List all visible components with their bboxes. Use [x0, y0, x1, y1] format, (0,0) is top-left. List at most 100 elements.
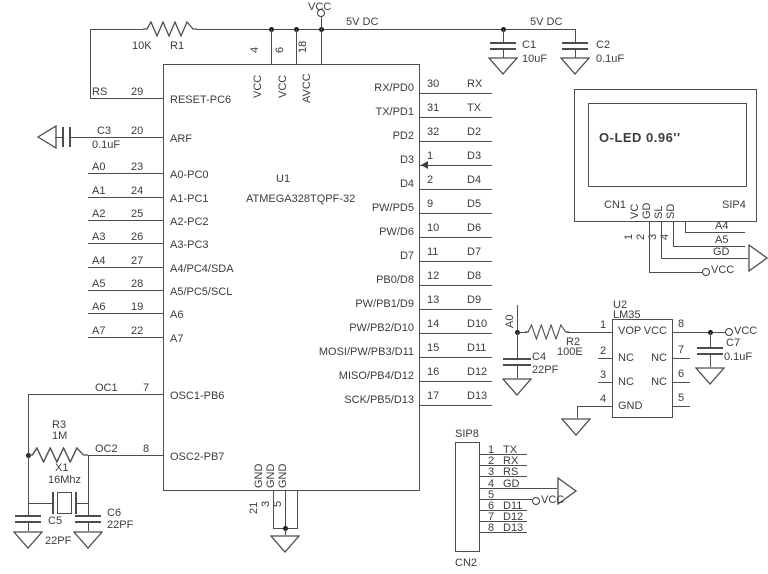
cn2-type-label: SIP8	[455, 428, 479, 440]
u1-pin-number: 13	[427, 294, 440, 306]
wire	[673, 222, 674, 246]
wire	[480, 510, 527, 511]
u1-mcu-body	[163, 64, 420, 491]
wire	[673, 246, 745, 247]
net-label: A5	[92, 278, 106, 290]
u1-pin-number: 4	[249, 46, 261, 53]
cn2-pin-number: 8	[488, 522, 495, 534]
u1-pin-label: PW/PB1/D9	[355, 298, 414, 310]
x1-value-label: 16Mhz	[48, 474, 82, 486]
wire	[517, 332, 527, 333]
wire	[480, 532, 527, 533]
net-label: D11	[503, 500, 523, 512]
net-label: VCC	[711, 264, 735, 276]
wire	[28, 455, 29, 515]
u1-pin-number: 6	[274, 46, 286, 53]
c1-value-label: 10uF	[522, 53, 548, 65]
wire	[480, 521, 527, 522]
net-label: RS	[503, 466, 519, 478]
wire	[673, 382, 690, 383]
wire	[28, 394, 163, 395]
ground-symbol	[488, 57, 518, 75]
wire	[420, 405, 492, 406]
cn2-connector-body	[455, 442, 480, 552]
u1-pin-number: 20	[131, 125, 144, 137]
u1-pin-label: A7	[170, 333, 184, 345]
wire	[517, 366, 518, 378]
u1-pin-label: MISO/PB4/D12	[338, 370, 414, 382]
cn2-pin-number: 4	[488, 478, 495, 490]
wire	[90, 29, 91, 98]
r1-value-label: 10K	[132, 40, 152, 52]
c3-ref-label: C3	[97, 125, 112, 137]
u1-pin-number: 22	[131, 325, 144, 337]
vcc-terminal-circle	[725, 328, 733, 336]
capacitor-c2-plate	[562, 42, 588, 44]
net-label: D11	[467, 342, 487, 354]
wire	[673, 406, 690, 407]
u2-pin-number: 3	[600, 369, 607, 381]
net-label: D6	[467, 222, 482, 234]
u1-pin-number: 7	[143, 382, 150, 394]
wire	[420, 237, 492, 238]
rail-label: 5V DC	[346, 16, 379, 28]
wire	[649, 222, 650, 272]
net-label: D5	[467, 198, 482, 210]
u1-pin-label: MOSI/PW/PB3/D11	[318, 346, 414, 358]
oled-screen	[588, 103, 747, 187]
capacitor-c4-plate	[503, 364, 531, 366]
net-arrow-right	[748, 244, 768, 272]
u1-pin-number: 2	[427, 174, 434, 186]
wire	[673, 332, 725, 333]
net-label: TX	[467, 102, 482, 114]
wire	[197, 29, 575, 30]
capacitor-c7-plate	[697, 353, 723, 355]
u1-pin-label: D4	[399, 178, 414, 190]
u2-pin-label: NC	[651, 352, 667, 364]
wire	[88, 337, 163, 338]
capacitor-c6-plate	[75, 515, 101, 517]
crystal-x1-body	[57, 492, 72, 514]
u1-pin-vcc-label: VCC	[277, 74, 289, 98]
u2-pin-number: 8	[678, 318, 685, 330]
wire	[480, 488, 557, 489]
u1-pin-number: 16	[427, 366, 440, 378]
u2-pin-number: 1	[600, 319, 607, 331]
vcc-terminal-circle	[532, 497, 540, 505]
u1-pin-label: OSC2-PB7	[170, 451, 225, 463]
r2-value-label: 100E	[557, 346, 583, 358]
vcc-terminal-circle	[317, 9, 325, 17]
u1-pin-number: 15	[427, 342, 440, 354]
u1-pin-number: 17	[427, 390, 440, 402]
net-label: A0	[92, 161, 106, 173]
ground-symbol	[695, 367, 725, 385]
net-label: D12	[503, 511, 524, 523]
c5-value-label: 22PF	[45, 535, 72, 547]
wire	[480, 465, 527, 466]
u1-pin-label: D3	[399, 154, 414, 166]
u2-pin-number: 6	[678, 368, 685, 380]
u1-pin-label: PB0/D8	[376, 274, 414, 286]
u1-pin-vcc-label: VCC	[252, 74, 264, 98]
u1-pin-number: 28	[131, 278, 144, 290]
u2-pin-label: VCC	[643, 325, 667, 337]
wire	[710, 332, 711, 347]
net-label: D3	[467, 150, 482, 162]
capacitor-c2-plate	[562, 48, 588, 50]
wire	[420, 285, 492, 286]
wire	[55, 137, 62, 138]
u1-pin-label: A1-PC1	[170, 193, 209, 205]
net-label: D8	[467, 270, 482, 282]
u1-pin-label: RESET-PC6	[170, 94, 232, 106]
ground-symbol	[561, 418, 591, 436]
ground-symbol	[13, 531, 43, 549]
u1-pin-number: 24	[131, 185, 144, 197]
wire	[480, 499, 532, 500]
u1-pin-number: 10	[427, 222, 440, 234]
wire	[271, 29, 272, 64]
ground-symbol	[560, 57, 590, 75]
c1-ref-label: C1	[522, 39, 537, 51]
u1-pin-number: 12	[427, 270, 440, 282]
wire	[88, 523, 89, 531]
wire	[88, 290, 163, 291]
